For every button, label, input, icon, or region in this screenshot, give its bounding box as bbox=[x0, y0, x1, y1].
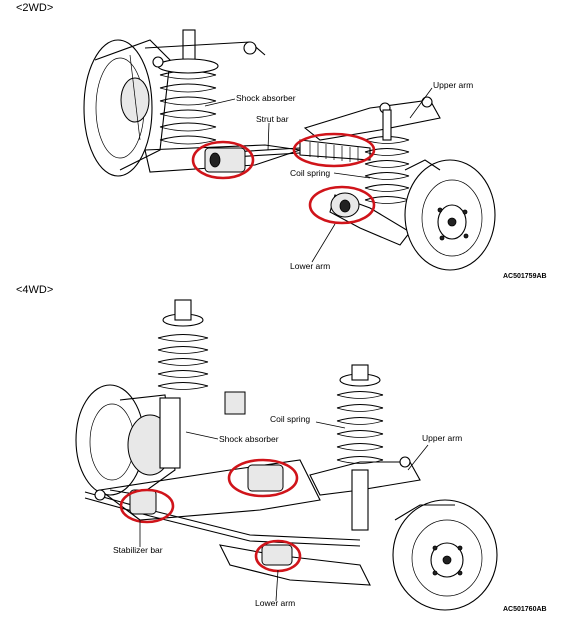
right-brake-disc-4wd bbox=[392, 499, 498, 611]
heading-4wd: <4WD> bbox=[16, 284, 54, 296]
callout-lower-arm-2wd: Lower arm bbox=[290, 261, 331, 271]
highlight-ring-strut-bar-rear bbox=[292, 132, 376, 168]
callout-coil-spring-4wd: Coil spring bbox=[270, 414, 311, 424]
highlight-ring-crossmember-bushing bbox=[227, 458, 299, 498]
left-coil-spring-2wd bbox=[144, 29, 266, 145]
strut-bar-2wd bbox=[204, 139, 371, 173]
callout-shock-absorber-2wd: Shock absorber bbox=[236, 93, 296, 103]
callout-shock-absorber-4wd: Shock absorber bbox=[219, 434, 279, 444]
figure-code-4wd: AC501760AB bbox=[503, 606, 547, 613]
callout-upper-arm-4wd: Upper arm bbox=[422, 433, 463, 443]
callout-upper-arm-2wd: Upper arm bbox=[433, 80, 474, 90]
stabilizer-bar-4wd bbox=[84, 491, 361, 541]
figure-2wd bbox=[83, 29, 496, 271]
highlight-ring-stabilizer-bushing bbox=[119, 488, 175, 524]
right-coil-spring-2wd bbox=[364, 109, 410, 204]
callout-stabilizer-bar-4wd: Stabilizer bar bbox=[113, 545, 163, 555]
figure-code-2wd: AC501759AB bbox=[503, 273, 547, 280]
highlight-ring-strut-bar-front bbox=[191, 140, 255, 180]
callout-lower-arm-4wd: Lower arm bbox=[255, 598, 296, 608]
left-lower-arm-2wd bbox=[144, 144, 301, 173]
right-upper-arm-2wd bbox=[303, 99, 441, 141]
highlight-ring-lower-arm-bushing bbox=[308, 185, 376, 225]
right-coil-spring-4wd bbox=[336, 364, 384, 531]
callout-strut-bar-2wd: Strut bar bbox=[256, 114, 289, 124]
left-coil-spring-4wd bbox=[157, 299, 246, 469]
heading-2wd: <2WD> bbox=[16, 2, 54, 14]
right-upper-arm-4wd bbox=[309, 461, 421, 496]
figure-4wd bbox=[75, 299, 498, 611]
callout-coil-spring-2wd: Coil spring bbox=[290, 168, 331, 178]
right-lower-arm-2wd bbox=[329, 194, 411, 246]
right-brake-disc-2wd bbox=[404, 159, 496, 271]
